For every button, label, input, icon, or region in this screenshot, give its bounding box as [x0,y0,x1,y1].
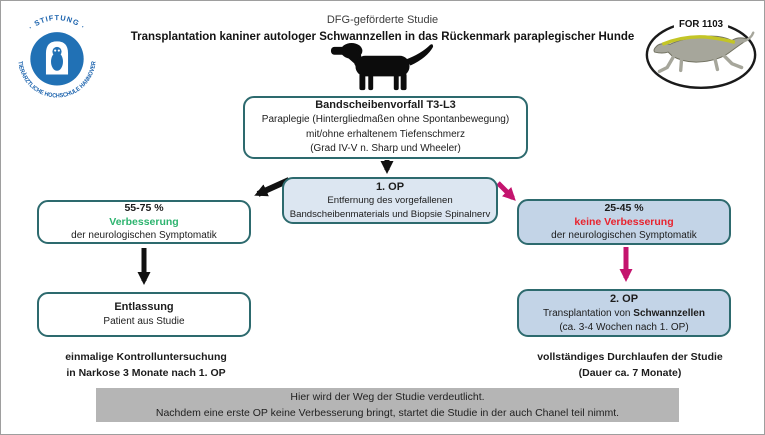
box-diagnosis: Bandscheibenvorfall T3-L3 Paraplegie (Hi… [243,96,528,159]
op1-line2: Bandscheibenmaterials und Biopsie Spinal… [289,208,491,220]
dachshund-icon [329,41,437,96]
footer-line1: Hier wird der Weg der Studie verdeutlich… [290,391,485,403]
diagnosis-line1: Paraplegie (Hintergliedmaßen ohne Sponta… [261,114,510,126]
spinal-stripe [661,35,736,46]
footer-line2: Nachdem eine erste OP keine Verbesserung… [155,406,620,419]
right-outcome-line2: (Dauer ca. 7 Monate) [578,367,682,379]
tiho-university-seal: · STIFTUNG · TIERÄRZTLICHE HOCHSCHULE HA… [11,11,103,103]
diagnosis-line3: (Grad IV-V n. Sharp und Wheeler) [310,143,461,155]
owl-icon [51,52,63,71]
diagnosis-line2: mit/ohne erhaltenem Tiefenschmerz [306,128,465,140]
op2-line1: Transplantation von Schwannzellen [543,307,705,321]
op1-line1: Entfernung des vorgefallenen [327,195,453,206]
dachshund-shape [330,42,434,91]
left-outcome-line2: in Narkose 3 Monate nach 1. OP [66,367,226,379]
left-outcome-note: einmalige Kontrolluntersuchung in Narkos… [21,349,271,381]
improved-line: der neurologischen Symptomatik [71,230,217,241]
for1103-greyhound-icon: FOR 1103 [645,17,757,90]
op2-title: 2. OP [609,292,639,305]
right-outcome-line1: vollständiges Durchlaufen der Studie [537,351,723,363]
not-improved-status: keine Verbesserung [574,216,674,228]
improved-status: Verbesserung [109,216,179,228]
study-subtitle: DFG-geförderte Studie [326,14,439,26]
footer-explanation-box: Hier wird der Weg der Studie verdeutlich… [96,388,679,422]
box-improved: 55-75 % Verbesserung der neurologischen … [37,200,251,244]
op2-line1-prefix: Transplantation von [543,307,634,319]
greyhound-drawing [653,31,755,74]
discharge-line: Patient aus Studie [103,316,185,327]
not-improved-line: der neurologischen Symptomatik [551,230,697,241]
tiho-seal-icon: · STIFTUNG · TIERÄRZTLICHE HOCHSCHULE HA… [16,13,97,99]
op1-title: 1. OP [375,181,405,193]
study-title: Transplantation kaniner autologer Schwan… [130,31,635,43]
op2-line2: (ca. 3-4 Wochen nach 1. OP) [559,321,689,333]
right-outcome-note: vollständiges Durchlaufen der Studie (Da… [501,349,759,381]
diagnosis-title: Bandscheibenvorfall T3-L3 [315,99,456,112]
improved-percent: 55-75 % [124,202,164,214]
for1103-logo: FOR 1103 [643,13,759,93]
op2-line1-bold: Schwannzellen [633,307,705,319]
discharge-title: Entlassung [114,301,174,313]
box-not-improved: 25-45 % keine Verbesserung der neurologi… [517,199,731,245]
not-improved-percent: 25-45 % [604,202,644,214]
arrow-op1-to-not-improved [496,181,516,201]
left-outcome-line1: einmalige Kontrolluntersuchung [65,351,227,363]
box-op1: 1. OP Entfernung des vorgefallenen Bands… [282,177,498,224]
box-discharge: Entlassung Patient aus Studie [37,292,251,337]
for1103-label: FOR 1103 [679,19,724,30]
box-op2: 2. OP Transplantation von Schwannzellen … [517,289,731,337]
